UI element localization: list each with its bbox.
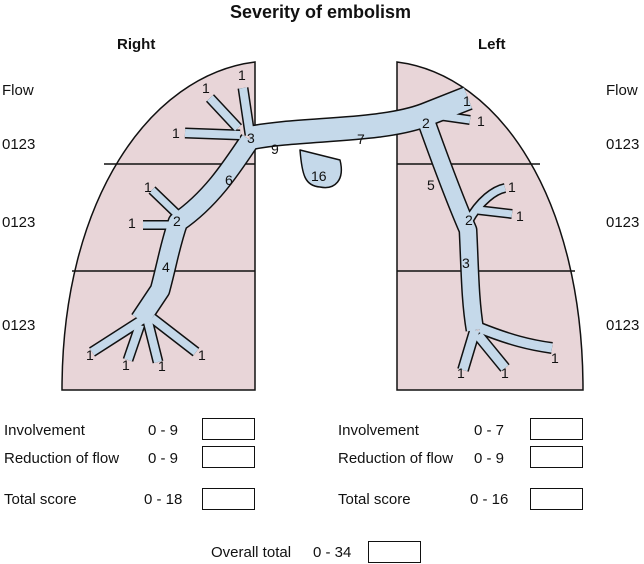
right-basal-3 (144, 321, 162, 363)
left-heading: Left (478, 36, 506, 53)
right-total-range: 0 - 18 (144, 491, 183, 508)
right-flow-scale-middle: 0123 (2, 214, 36, 231)
vessel-score-l-up: 2 (422, 115, 430, 131)
vessel-score-r-top2: 1 (202, 80, 210, 96)
right-top-branch-1 (239, 87, 254, 136)
vessel-score-r-up: 3 (247, 130, 255, 146)
vessel-score-l-b3: 1 (551, 350, 559, 366)
left-involvement-input[interactable] (530, 418, 583, 440)
left-flow-label: Flow (606, 82, 638, 99)
right-flow-label: Flow (2, 82, 34, 99)
left-basal-3 (478, 323, 553, 353)
right-total-input[interactable] (202, 488, 255, 510)
right-flow-reduction-label: Reduction of flow (4, 450, 120, 467)
vessel-score-r-lobe: 2 (173, 213, 181, 229)
vessel-score-trunk-r: 9 (271, 141, 279, 157)
overall-total-range: 0 - 34 (313, 544, 352, 561)
overall-total-label: Overall total (211, 544, 292, 561)
right-descending (132, 135, 258, 325)
left-flow-reduction-label: Reduction of flow (338, 450, 454, 467)
right-involvement-input[interactable] (202, 418, 255, 440)
left-upper-branch (434, 111, 471, 124)
right-flow-reduction-input[interactable] (202, 446, 255, 468)
left-descending (417, 115, 483, 332)
left-involvement-label: Involvement (338, 422, 419, 439)
left-flow-reduction-input[interactable] (530, 446, 583, 468)
left-basal-2 (474, 332, 509, 371)
vessel-score-trunk: 7 (357, 131, 365, 147)
right-heading: Right (117, 36, 156, 53)
left-involvement-range: 0 - 7 (474, 422, 505, 439)
vessel-score-r-top3: 1 (172, 125, 180, 141)
main-trunk (247, 87, 473, 149)
left-flow-scale-upper: 0123 (606, 136, 640, 153)
vessel-score-r-m1: 1 (144, 179, 152, 195)
vessel-score-l-m2: 1 (516, 208, 524, 224)
vessel-score-l-u1: 1 (463, 93, 471, 109)
right-involvement-range: 0 - 9 (148, 422, 179, 439)
vessel-score-trunk-c: 16 (311, 168, 327, 184)
vessel-score-l-b1: 1 (457, 365, 465, 381)
overall-total-input[interactable] (368, 541, 421, 563)
right-total-label: Total score (4, 491, 77, 508)
vessel-score-l-low: 3 (462, 255, 470, 271)
right-top-branch-3 (184, 129, 241, 139)
left-mid-branch-2 (477, 206, 513, 218)
right-basal-1 (89, 314, 148, 356)
vessel-score-r-top1: 1 (238, 67, 246, 83)
vessel-score-r-b4: 1 (198, 347, 206, 363)
vessel-score-l-lobe: 2 (465, 212, 473, 228)
right-top-branch-2 (207, 95, 241, 131)
vessel-score-r-b3: 1 (158, 358, 166, 374)
right-involvement-label: Involvement (4, 422, 85, 439)
right-basal-2 (124, 323, 144, 362)
diagram-title: Severity of embolism (230, 2, 412, 22)
vessel-score-l-mid: 5 (427, 177, 435, 193)
vessel-score-r-b1: 1 (86, 347, 94, 363)
vessel-score-l-u2: 1 (477, 113, 485, 129)
left-flow-scale-lower: 0123 (606, 317, 640, 334)
vessel-score-r-m2: 1 (128, 215, 136, 231)
right-flow-scale-upper: 0123 (2, 136, 36, 153)
right-basal-4 (149, 314, 199, 356)
vessel-score-r-low: 4 (162, 259, 170, 275)
left-total-input[interactable] (530, 488, 583, 510)
vessel-score-r-b2: 1 (122, 357, 130, 373)
left-mid-branch-1 (464, 184, 506, 224)
left-basal-1 (458, 328, 480, 372)
left-total-range: 0 - 16 (470, 491, 509, 508)
left-flow-reduction-range: 0 - 9 (474, 450, 505, 467)
vessel-score-l-b2: 1 (501, 365, 509, 381)
vessel-score-l-m1: 1 (508, 179, 516, 195)
left-total-label: Total score (338, 491, 411, 508)
left-flow-scale-middle: 0123 (606, 214, 640, 231)
right-flow-reduction-range: 0 - 9 (148, 450, 179, 467)
vessel-score-r-mid: 6 (225, 172, 233, 188)
right-flow-scale-lower: 0123 (2, 317, 36, 334)
right-mid-branch-1 (149, 187, 181, 218)
central-embolus-region (299, 149, 342, 189)
